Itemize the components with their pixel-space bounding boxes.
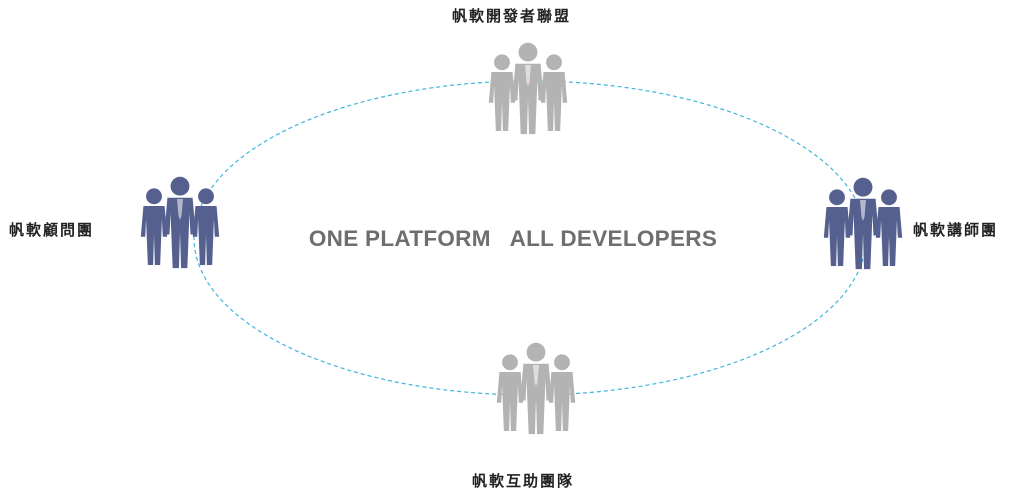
people-group-icon (482, 340, 590, 440)
people-group-icon (809, 175, 917, 275)
people-group-icon (126, 174, 234, 274)
node-top-label: 帆軟開發者聯盟 (452, 7, 572, 25)
center-headline: ONE PLATFORM ALL DEVELOPERS (308, 226, 718, 251)
node-bottom-label: 帆軟互助團隊 (472, 472, 575, 490)
people-group-icon (474, 40, 582, 140)
node-left-label: 帆軟顧問團 (9, 221, 95, 239)
node-right-label: 帆軟講師團 (913, 221, 999, 239)
